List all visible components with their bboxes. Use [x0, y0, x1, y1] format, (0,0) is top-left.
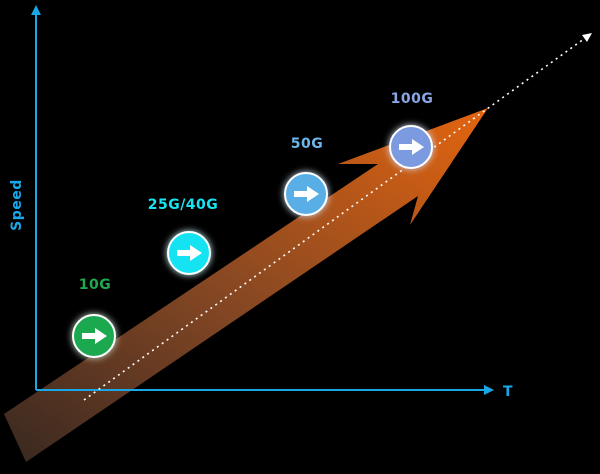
stage-10g-label: 10G	[79, 277, 111, 293]
right-arrow-icon	[399, 139, 424, 155]
stage-25g-40g: 25G/40G	[148, 197, 219, 275]
dotted-trend-arrowhead	[582, 33, 592, 42]
x-axis-label: T	[503, 384, 513, 400]
y-axis-label: Speed	[9, 179, 25, 231]
stage-25g-40g-label: 25G/40G	[148, 197, 219, 213]
right-arrow-icon	[177, 245, 202, 261]
dotted-trend-line	[83, 35, 589, 401]
right-arrow-icon	[82, 328, 107, 344]
stage-100g: 100G	[389, 91, 434, 169]
stage-10g: 10G	[72, 277, 116, 358]
x-axis-arrowhead	[484, 385, 494, 395]
stage-100g-label: 100G	[391, 91, 434, 107]
stage-50g-label: 50G	[291, 136, 323, 152]
right-arrow-icon	[294, 186, 319, 202]
y-axis-arrowhead	[31, 5, 41, 15]
stage-50g: 50G	[284, 136, 328, 216]
